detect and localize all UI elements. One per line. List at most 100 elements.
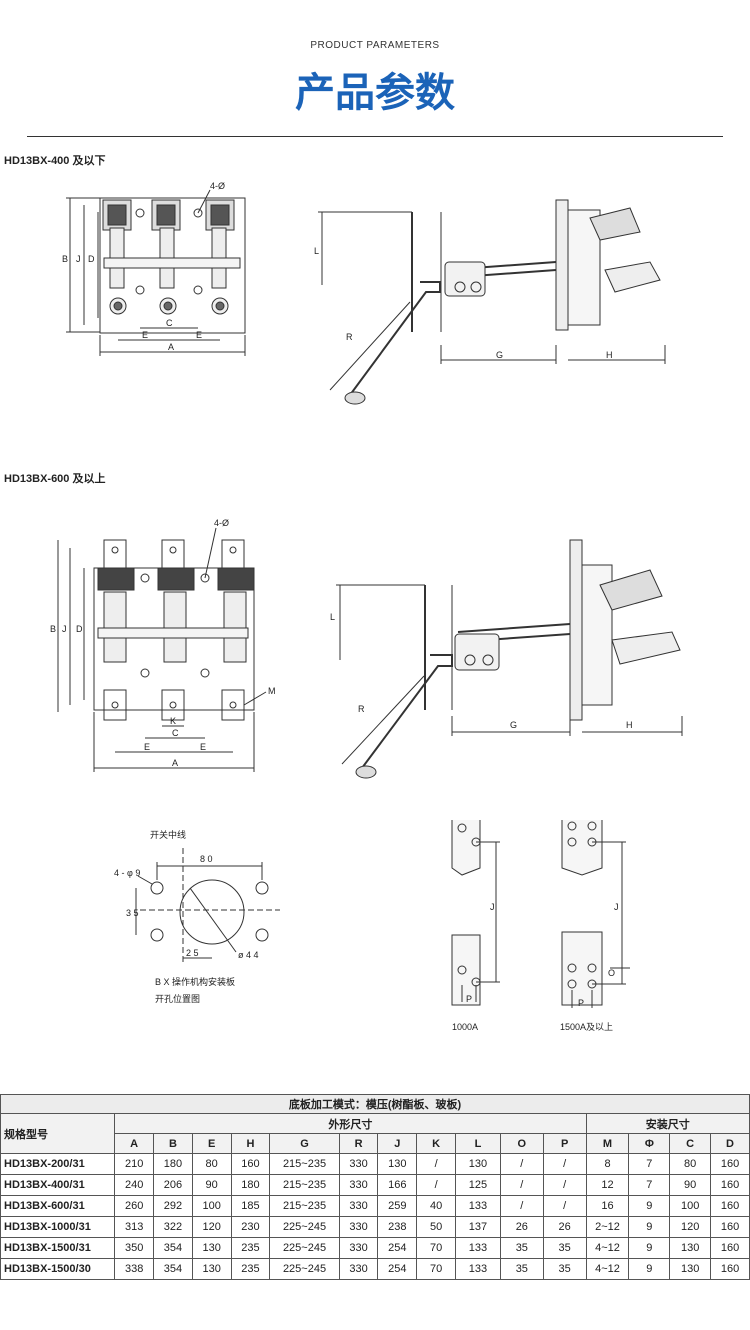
table-cell: 137 xyxy=(455,1216,501,1238)
column-header: A xyxy=(114,1133,155,1154)
column-header: E xyxy=(191,1133,232,1154)
process-title: 底板加工模式：模压(树酯板、玻板) xyxy=(0,1094,750,1114)
dim-C-2: C xyxy=(172,728,179,738)
page-title: 产品参数 xyxy=(295,70,455,116)
table-cell: 206 xyxy=(153,1174,193,1196)
section1-label: HD13BX-400 及以下 xyxy=(4,155,106,167)
table-cell: 338 xyxy=(114,1258,155,1280)
table-cell: 292 xyxy=(153,1195,193,1217)
table-cell: 133 xyxy=(455,1237,501,1259)
column-header: D xyxy=(710,1133,750,1154)
table-cell: / xyxy=(416,1174,456,1196)
mounting-caption-1: B X 操作机构安装板 xyxy=(155,976,235,987)
dim-A-2: A xyxy=(172,758,178,768)
column-header: O xyxy=(499,1133,544,1154)
table-cell: 322 xyxy=(153,1216,193,1238)
table-cell: 80 xyxy=(669,1153,712,1175)
drawing-hd13bx-400: 4-Ø B J D C E E A L R G H xyxy=(62,181,666,405)
model-header: 规格型号 xyxy=(0,1113,116,1154)
column-header: G xyxy=(269,1133,340,1154)
table-cell: 70 xyxy=(416,1258,456,1280)
table-cell: 330 xyxy=(338,1216,379,1238)
dim-25: 2 5 xyxy=(186,948,199,958)
terminal-p-1500: P xyxy=(578,998,584,1008)
table-cell: 35 xyxy=(499,1258,544,1280)
hole-label-2: 4-Ø xyxy=(214,518,229,528)
table-cell: 160 xyxy=(230,1153,271,1175)
table-cell: 313 xyxy=(114,1216,155,1238)
dim-B-1: B xyxy=(62,254,68,264)
model-cell: HD13BX-400/31 xyxy=(0,1174,116,1196)
column-header: K xyxy=(416,1133,456,1154)
center-line-label: 开关中线 xyxy=(150,829,186,840)
table-cell: 160 xyxy=(710,1153,750,1175)
label-1000a: 1000A xyxy=(452,1022,478,1032)
dim-C-1: C xyxy=(166,318,173,328)
table-cell: 7 xyxy=(628,1153,671,1175)
table-cell: 130 xyxy=(669,1237,712,1259)
table-cell: 259 xyxy=(377,1195,418,1217)
terminal-j-1500: J xyxy=(614,902,619,912)
table-cell: 130 xyxy=(669,1258,712,1280)
table-cell: 354 xyxy=(153,1237,193,1259)
column-header: M xyxy=(585,1133,630,1154)
terminal-j-1000: J xyxy=(490,902,495,912)
table-cell: 354 xyxy=(153,1258,193,1280)
table-cell: 215~235 xyxy=(269,1195,340,1217)
table-cell: 215~235 xyxy=(269,1153,340,1175)
model-cell: HD13BX-1500/31 xyxy=(0,1237,116,1259)
table-cell: 254 xyxy=(377,1237,418,1259)
mounting-caption-2: 开孔位置图 xyxy=(155,993,200,1004)
table-cell: 235 xyxy=(230,1237,271,1259)
table-cell: / xyxy=(542,1153,587,1175)
table-cell: 120 xyxy=(191,1216,232,1238)
dim-L-2: L xyxy=(330,612,335,622)
table-cell: 7 xyxy=(628,1174,671,1196)
table-cell: 185 xyxy=(230,1195,271,1217)
table-cell: 35 xyxy=(542,1258,587,1280)
dim-D-1: D xyxy=(88,254,95,264)
table-cell: 133 xyxy=(455,1258,501,1280)
dim-J-2: J xyxy=(62,624,67,634)
dim-B-2: B xyxy=(50,624,56,634)
table-cell: 12 xyxy=(585,1174,630,1196)
model-cell: HD13BX-1500/30 xyxy=(0,1258,116,1280)
table-cell: 160 xyxy=(710,1216,750,1238)
terminal-o-1500: O xyxy=(608,968,615,978)
section2-label: HD13BX-600 及以上 xyxy=(4,473,106,485)
table-cell: 130 xyxy=(377,1153,418,1175)
table-cell: 2~12 xyxy=(585,1216,630,1238)
hole-label-1: 4-Ø xyxy=(210,181,225,191)
dim-D-2: D xyxy=(76,624,83,634)
table-cell: 80 xyxy=(191,1153,232,1175)
table-cell: 130 xyxy=(455,1153,501,1175)
table-cell: 160 xyxy=(710,1237,750,1259)
model-cell: HD13BX-1000/31 xyxy=(0,1216,116,1238)
dim-K-2: K xyxy=(170,716,176,726)
table-cell: 235 xyxy=(230,1258,271,1280)
table-cell: 90 xyxy=(191,1174,232,1196)
column-header: B xyxy=(153,1133,193,1154)
dim-A-1: A xyxy=(168,342,174,352)
install-dims-header: 安装尺寸 xyxy=(585,1113,750,1134)
dim-L-1: L xyxy=(314,246,319,256)
table-cell: 215~235 xyxy=(269,1174,340,1196)
outer-dims-header: 外形尺寸 xyxy=(114,1113,587,1134)
column-header: H xyxy=(230,1133,271,1154)
model-cell: HD13BX-200/31 xyxy=(0,1153,116,1175)
table-cell: 35 xyxy=(542,1237,587,1259)
table-cell: 230 xyxy=(230,1216,271,1238)
table-cell: 9 xyxy=(628,1258,671,1280)
table-cell: 330 xyxy=(338,1195,379,1217)
table-cell: 40 xyxy=(416,1195,456,1217)
table-cell: 8 xyxy=(585,1153,630,1175)
dim-G-1: G xyxy=(496,350,503,360)
table-cell: 160 xyxy=(710,1195,750,1217)
column-header: R xyxy=(338,1133,379,1154)
table-cell: 9 xyxy=(628,1195,671,1217)
column-header: J xyxy=(377,1133,418,1154)
